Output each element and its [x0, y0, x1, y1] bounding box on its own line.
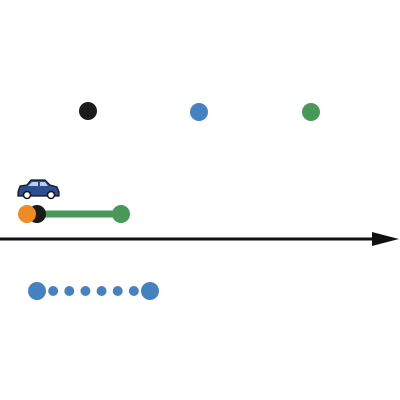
orange-marker[interactable]	[18, 205, 36, 223]
palette-row	[79, 102, 320, 121]
dot-row-end-dot[interactable]	[141, 282, 159, 300]
dot-row-small-dot	[112, 286, 123, 296]
car-wheel-front	[22, 190, 32, 200]
dot-row-start-dot[interactable]	[28, 282, 46, 300]
dot-row-small-dot	[96, 286, 107, 296]
dot-row-small-dot	[128, 286, 139, 296]
car-wheel-rear	[46, 190, 56, 200]
palette-dot-black[interactable]	[79, 102, 97, 120]
number-line	[0, 232, 399, 246]
dot-row	[28, 282, 159, 300]
car-icon	[17, 179, 60, 200]
car-window-front	[28, 182, 38, 186]
track-row	[18, 205, 130, 223]
palette-dot-blue[interactable]	[190, 103, 208, 121]
dot-row-small-dot	[48, 286, 59, 296]
palette-dot-green[interactable]	[302, 103, 320, 121]
arrow-right-icon	[372, 232, 399, 246]
car-window-rear	[40, 182, 48, 186]
green-marker[interactable]	[112, 205, 130, 223]
dot-row-small-dot	[64, 286, 75, 296]
dot-row-small-dot	[80, 286, 91, 296]
